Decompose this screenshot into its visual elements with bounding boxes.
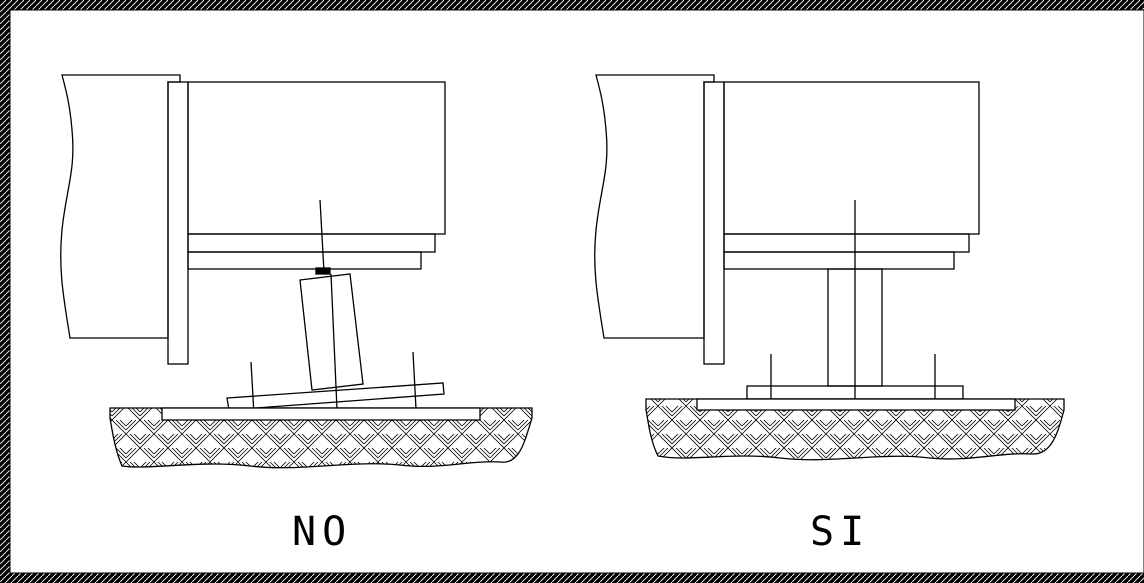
- left-column-section: [60, 74, 181, 339]
- label-no: NO: [292, 509, 353, 555]
- left-tilted-plate: [226, 382, 445, 411]
- right-column-plate: [703, 81, 725, 365]
- left-panel-drawing: [60, 74, 533, 469]
- label-si: SI: [810, 509, 871, 555]
- left-ground: [109, 407, 533, 469]
- left-tilted-strut: [299, 273, 364, 391]
- right-column-section: [594, 74, 715, 339]
- right-ground: [645, 398, 1065, 461]
- left-beam: [187, 81, 446, 235]
- left-column-plate: [167, 81, 189, 365]
- right-beam: [723, 81, 980, 235]
- right-panel-drawing: [594, 74, 1065, 461]
